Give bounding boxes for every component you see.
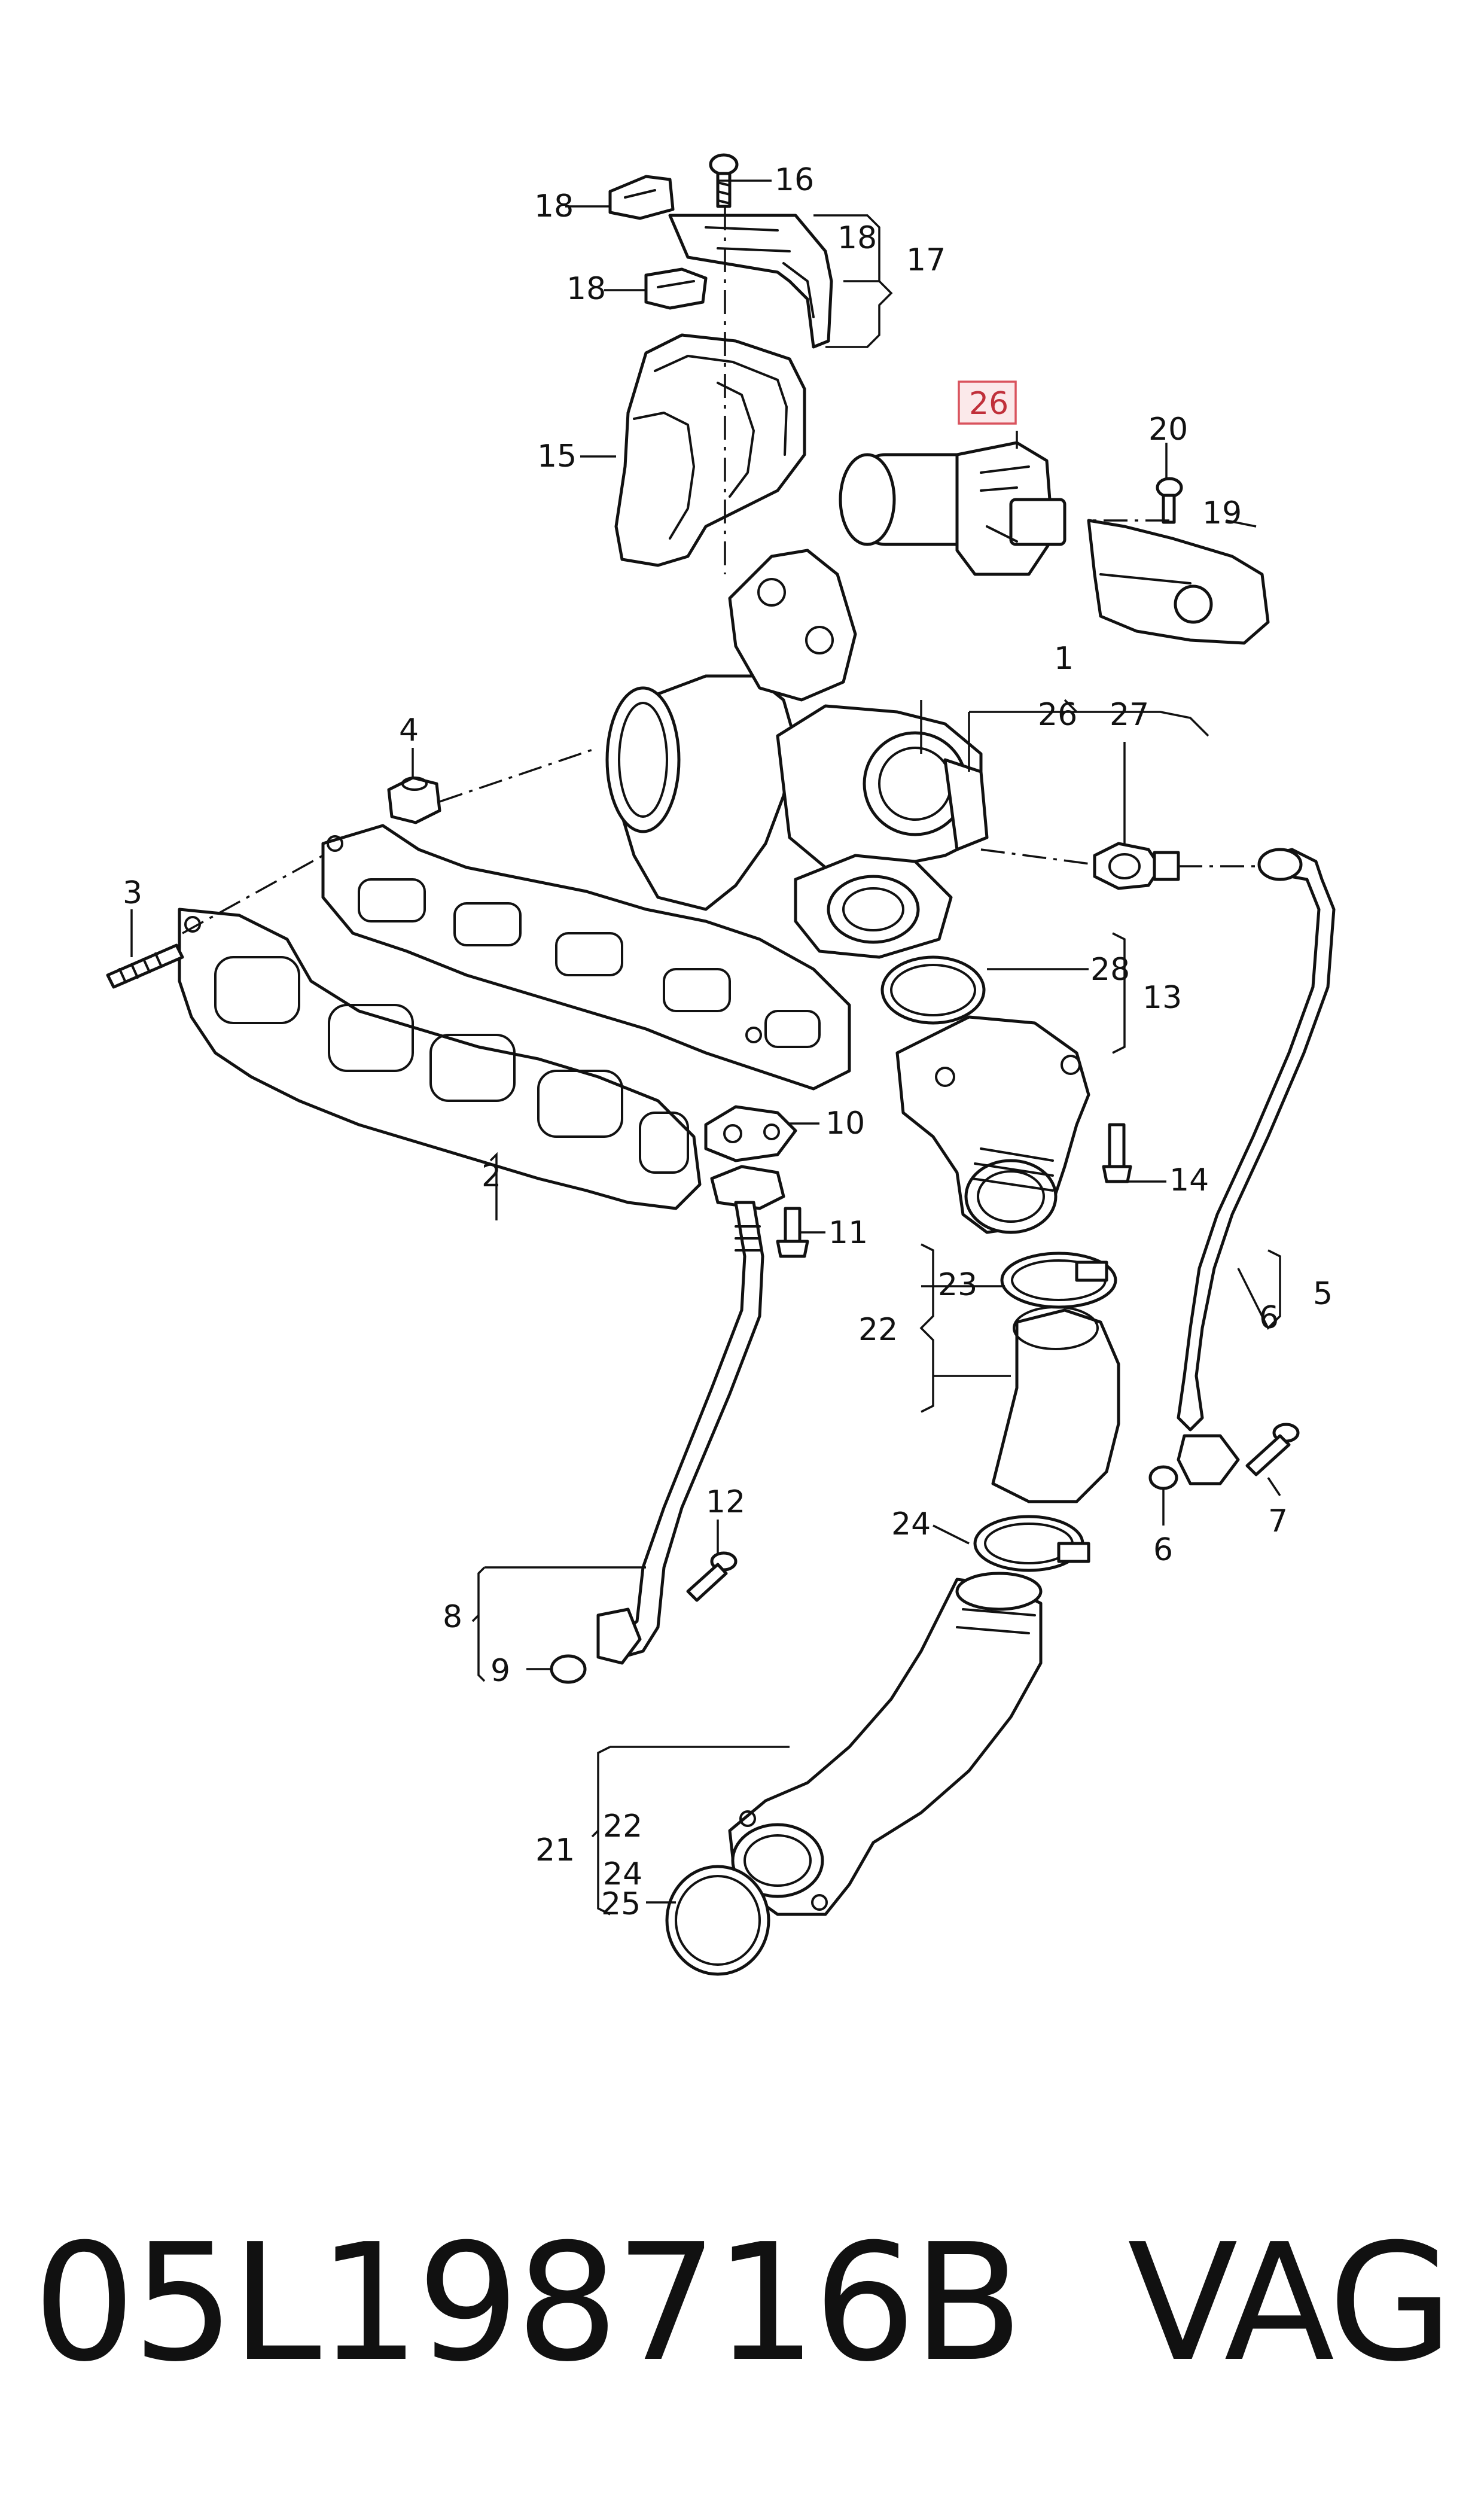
exhaust-manifold <box>321 824 851 1091</box>
callout-18: 18 <box>837 220 877 256</box>
oil-supply-pipe-5 <box>1177 848 1336 1485</box>
callout-1: 1 <box>1054 641 1074 677</box>
seal-6 <box>1148 1465 1178 1490</box>
callout-19: 19 <box>1202 495 1242 531</box>
gasket-10 <box>704 1105 797 1162</box>
gasket-2 <box>178 908 702 1210</box>
leader-lines <box>130 179 1281 1916</box>
turbocharger-1 <box>605 549 989 959</box>
seal-25 <box>665 1865 770 1976</box>
callout-12: 12 <box>706 1484 745 1520</box>
callout-16: 16 <box>775 162 814 198</box>
oil-return-pipe-8 <box>596 1165 785 1665</box>
callout-17: 17 <box>906 242 946 278</box>
bolt-14 <box>1102 1123 1132 1183</box>
stud-3 <box>106 943 184 989</box>
part-number: 05L198716B <box>33 2209 1023 2397</box>
callout-13: 13 <box>1142 980 1182 1016</box>
highlighted-callout-26: 26 <box>958 380 1017 425</box>
footer: 05L198716B VAG <box>33 2213 1456 2393</box>
bolt-12 <box>686 1551 738 1602</box>
callout-24: 24 <box>603 1856 642 1892</box>
callout-26: 26 <box>1038 697 1077 733</box>
callout-27: 27 <box>1110 697 1149 733</box>
callout-6: 6 <box>1153 1532 1173 1568</box>
callout-23: 23 <box>938 1267 977 1303</box>
charge-air-pipe-21 <box>728 1572 1043 1916</box>
clamp-24 <box>973 1515 1090 1572</box>
wastegate-actuator-26 <box>839 441 1066 576</box>
callout-14: 14 <box>1169 1162 1209 1198</box>
callout-25: 25 <box>601 1886 641 1922</box>
callout-22: 22 <box>858 1312 898 1348</box>
callout-8: 8 <box>443 1599 462 1635</box>
bracket-17 <box>668 214 833 349</box>
callout-18: 18 <box>566 271 606 307</box>
nut-4 <box>387 776 441 824</box>
callout-20: 20 <box>1148 412 1188 447</box>
turbocharger-exploded-diagram: 16 18 18 17 18 15 26 20 19 1 26 27 4 3 2… <box>106 153 1336 1976</box>
callout-9: 9 <box>490 1653 510 1689</box>
callout-15: 15 <box>537 439 577 474</box>
o-ring-9 <box>550 1654 587 1684</box>
callout-10: 10 <box>825 1106 865 1141</box>
o-ring-28 <box>880 955 986 1025</box>
callout-6: 6 <box>1259 1300 1279 1336</box>
clip-18a <box>608 175 675 220</box>
callout-24: 24 <box>891 1506 931 1542</box>
clip-18b <box>644 267 708 310</box>
brand-name: VAG <box>1128 2209 1453 2397</box>
callout-7: 7 <box>1268 1503 1288 1539</box>
heat-shield-15 <box>614 333 806 567</box>
hose-22 <box>991 1306 1120 1503</box>
assembly-line-3 <box>182 747 599 934</box>
callout-11: 11 <box>828 1215 868 1251</box>
bracket-19 <box>1087 519 1270 645</box>
outlet-elbow-13 <box>895 1015 1090 1234</box>
callout-2: 2 <box>482 1158 501 1194</box>
callout-22: 22 <box>603 1808 642 1844</box>
bolt-11 <box>776 1207 809 1258</box>
callout-4: 4 <box>399 713 419 748</box>
bolt-20 <box>1156 477 1183 524</box>
clamp-23 <box>1000 1252 1117 1309</box>
callout-18: 18 <box>534 188 574 224</box>
callout-28: 28 <box>1090 952 1130 988</box>
callout-21: 21 <box>535 1832 575 1868</box>
callout-3: 3 <box>123 875 142 911</box>
callout-26-highlighted: 26 <box>969 386 1008 422</box>
assembly-line-27 <box>980 848 1262 867</box>
bolt-7 <box>1245 1423 1300 1476</box>
banjo-bolt-27 <box>1093 842 1180 890</box>
callout-5: 5 <box>1313 1276 1333 1312</box>
